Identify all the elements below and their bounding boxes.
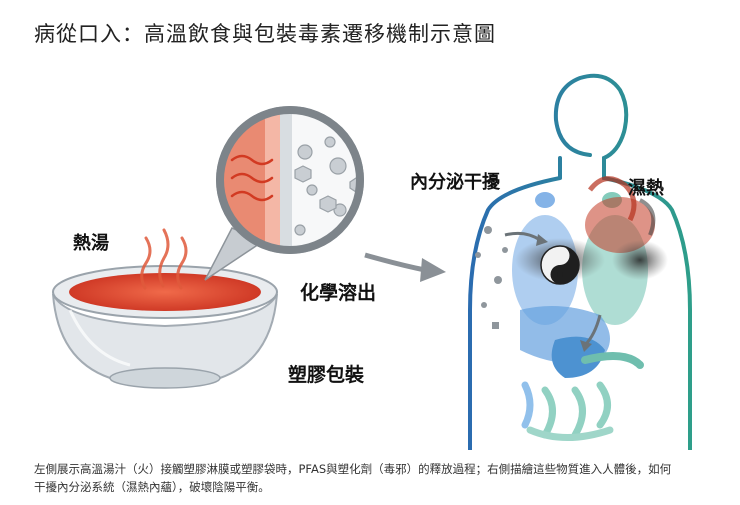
yin-yang-icon <box>541 246 579 284</box>
caption-line-2: 干擾內分泌系統（濕熱內蘊），破壞陰陽平衡。 <box>34 478 724 496</box>
page-title: 病從口入：高溫飲食與包裝毒素遷移機制示意圖 <box>34 18 496 48</box>
damp-heat-label: 濕熱 <box>628 174 664 200</box>
caption-line-1: 左側展示高溫湯汁（火）接觸塑膠淋膜或塑膠袋時，PFAS與塑化劑（毒邪）的釋放過程… <box>34 460 724 478</box>
diagram-stage: 熱湯 化學溶出 塑膠包裝 內分泌干擾 濕熱 <box>0 60 740 450</box>
endocrine-disruption-label: 內分泌干擾 <box>410 168 500 194</box>
toxin-particles <box>475 226 508 329</box>
hot-soup-label: 熱湯 <box>73 229 109 255</box>
diagram-illustration <box>0 60 740 450</box>
thyroid-icon <box>535 192 555 208</box>
chemical-leaching-label: 化學溶出 <box>300 278 376 305</box>
hot-soup-surface <box>69 273 261 311</box>
plastic-packaging-label: 塑膠包裝 <box>288 360 364 387</box>
plastic-bowl <box>53 266 277 388</box>
caption: 左側展示高溫湯汁（火）接觸塑膠淋膜或塑膠袋時，PFAS與塑化劑（毒邪）的釋放過程… <box>34 460 724 496</box>
migration-arrow-icon <box>365 255 446 282</box>
magnifier-lens <box>205 100 380 280</box>
